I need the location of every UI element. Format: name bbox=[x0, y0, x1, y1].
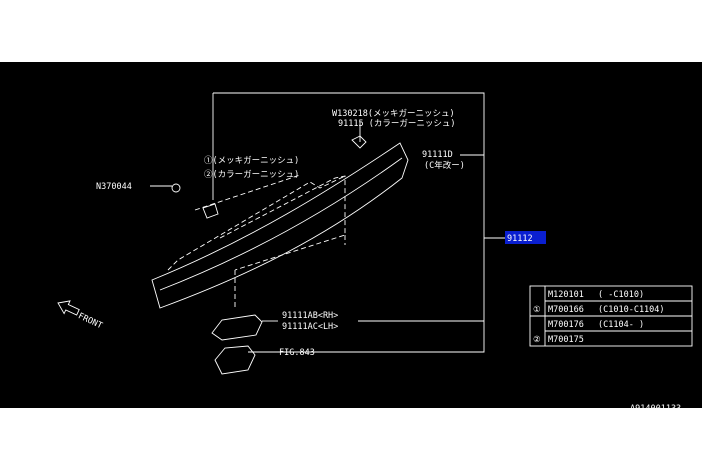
table-part-2[interactable]: M700166 bbox=[548, 305, 584, 315]
table-part-4[interactable]: M700175 bbox=[548, 335, 584, 345]
drawing-background bbox=[0, 62, 702, 408]
clip-91115 bbox=[351, 135, 367, 149]
table-range-2: (C1010-C1104) bbox=[598, 305, 665, 315]
garnish-hidden-edge-top bbox=[167, 175, 346, 271]
garnish-hidden-legs bbox=[234, 235, 346, 308]
label-91115: 91115 (カラーガーニッシュ) bbox=[338, 118, 455, 129]
garnish-part bbox=[151, 142, 409, 309]
garnish-hidden-box bbox=[219, 175, 346, 271]
callout-frame bbox=[213, 92, 485, 353]
clip-part bbox=[202, 203, 219, 219]
table-range-3: (C1104- ) bbox=[598, 320, 644, 330]
front-arrow: FRONT bbox=[57, 300, 104, 331]
table-part-1[interactable]: M120101 bbox=[548, 290, 584, 300]
lamp-fig843 bbox=[214, 345, 256, 375]
label-91111ac: 91111AC<LH> bbox=[282, 322, 338, 332]
garnish-hidden-line bbox=[194, 174, 301, 211]
table-marker-2: ② bbox=[533, 335, 541, 345]
label-91111d-note: (C年改ー) bbox=[424, 160, 465, 171]
label-callout-2: ②(カラーガーニッシュ) bbox=[204, 169, 299, 180]
label-callout-1: ①(メッキガーニッシュ) bbox=[204, 155, 299, 166]
label-91112[interactable]: 91112 bbox=[507, 234, 533, 244]
label-front: FRONT bbox=[76, 311, 103, 331]
arrow-icon bbox=[57, 300, 80, 316]
fastener-parts bbox=[171, 135, 367, 375]
nut-n370044 bbox=[171, 183, 181, 193]
label-n370044: N370044 bbox=[96, 182, 132, 192]
highlight-91112 bbox=[505, 231, 546, 244]
parts-table: ① ② M120101 ( -C1010) M700166 (C1010-C11… bbox=[529, 285, 693, 347]
garnish-outline bbox=[151, 142, 409, 309]
label-91111ab: 91111AB<RH> bbox=[282, 311, 338, 321]
table-marker-1: ① bbox=[533, 305, 541, 315]
drawing-number: A914001133 bbox=[630, 404, 681, 414]
table-part-3[interactable]: M700176 bbox=[548, 320, 584, 330]
lamp-91111ab bbox=[211, 314, 263, 341]
label-w130218: W130218(メッキガーニッシュ) bbox=[332, 108, 455, 119]
table-range-1: ( -C1010) bbox=[598, 290, 644, 300]
label-91111d: 91111D bbox=[422, 150, 453, 160]
label-fig843[interactable]: FIG.843 bbox=[279, 348, 315, 358]
garnish-ridge bbox=[159, 157, 403, 291]
